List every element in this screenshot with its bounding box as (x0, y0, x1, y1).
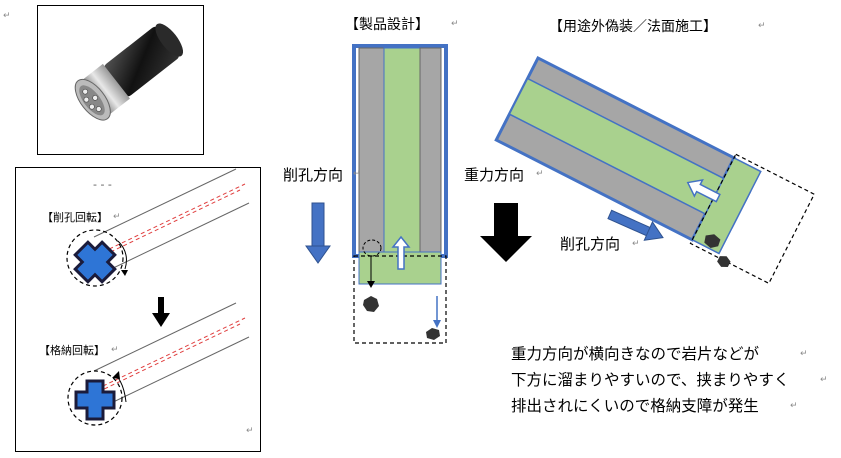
return-mark: ↵ (820, 375, 828, 385)
drill-direction-label-right: 削孔方向 (560, 235, 621, 253)
return-mark: ↵ (536, 169, 544, 179)
bit-collar (80, 63, 130, 116)
return-mark: ↵ (632, 239, 640, 249)
inset-down-arrow (152, 297, 170, 327)
drill-rotation-label: 【削孔回転】 (42, 211, 108, 224)
return-mark: ↵ (111, 345, 119, 355)
gravity-direction-label: 重力方向 (464, 166, 525, 184)
rock-fragment (704, 234, 721, 249)
drill-bit-photo (74, 23, 184, 121)
bit-body (104, 26, 180, 97)
return-mark: ↵ (758, 21, 766, 31)
rock-fragment (426, 328, 440, 340)
up-arrow-hollow (391, 235, 411, 270)
product-design-title: 【製品設計】 (345, 17, 429, 33)
plus-bit-shape (74, 379, 116, 421)
drill-direction-label-left: 削孔方向 (283, 166, 344, 184)
bit-circle (66, 229, 124, 287)
note-line-2: 下方に溜まりやすいので、挟まりやすく (511, 371, 790, 389)
rock-fragment (717, 256, 731, 267)
return-mark: ↵ (790, 401, 798, 411)
inset-top-fragment: - - - (93, 178, 112, 191)
gravity-direction-arrow (480, 203, 532, 262)
return-mark: ↵ (353, 169, 361, 179)
note-line-1: 重力方向が横向きなので岩片などが (511, 345, 760, 363)
note-line-3: 排出されにくいので格納支障が発生 (511, 397, 759, 415)
application-title: 【用途外偽装／法面施工】 (549, 19, 717, 35)
return-mark: ↵ (451, 19, 459, 29)
storage-rotation-label: 【格納回転】 (39, 344, 105, 357)
inclined-tube (494, 55, 816, 285)
drill-direction-arrow-right (607, 209, 664, 241)
vertical-tube (352, 44, 448, 344)
rotation-inset-frame (15, 167, 261, 452)
inset-drill-rotation (66, 168, 250, 287)
return-mark: ↵ (3, 11, 11, 21)
drill-direction-arrow-left (305, 202, 331, 264)
x-bit-shape (73, 240, 117, 284)
return-mark: ↵ (246, 426, 254, 436)
return-mark: ↵ (113, 212, 121, 222)
left-arrow-hollow (686, 179, 721, 203)
inset-storage-rotation (67, 302, 250, 426)
rock-fragment (363, 296, 379, 312)
return-mark: ↵ (800, 349, 808, 359)
